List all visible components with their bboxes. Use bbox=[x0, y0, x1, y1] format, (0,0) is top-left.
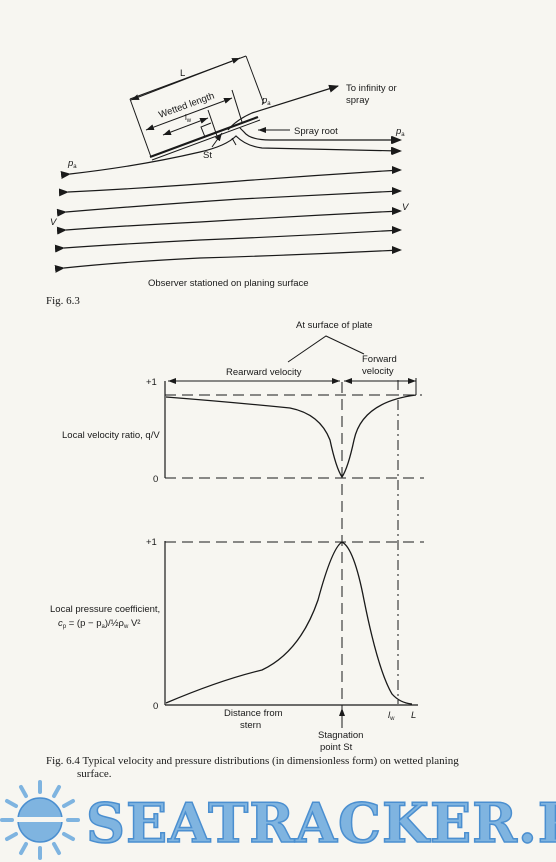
label-at-surface: At surface of plate bbox=[296, 320, 373, 331]
label-pressure-2: cp = (p − pa)/½ρw V² bbox=[58, 618, 140, 630]
label-to-infinity: To infinity or bbox=[346, 83, 397, 94]
label-pressure-1: Local pressure coefficient, bbox=[50, 604, 160, 615]
pressure-curve bbox=[165, 541, 413, 705]
label-forward-1: Forward bbox=[362, 354, 397, 365]
label-spray: spray bbox=[346, 95, 369, 106]
figure-6-4: At surface of plate Rearward velocity Fo… bbox=[46, 320, 459, 780]
label-pa-right: pa bbox=[395, 126, 405, 138]
label-lw: lw bbox=[185, 113, 192, 124]
label-st: St bbox=[203, 150, 212, 161]
label-observer: Observer stationed on planing surface bbox=[148, 278, 309, 289]
label-lw-axis: lw bbox=[388, 710, 395, 722]
watermark-text: SEATRACKER.RU bbox=[86, 791, 556, 855]
label-zero-top: 0 bbox=[153, 474, 158, 485]
dimension-L: L bbox=[129, 55, 265, 158]
label-pa-top: pa bbox=[261, 95, 271, 107]
label-forward-2: velocity bbox=[362, 366, 394, 377]
label-zero-bottom: 0 bbox=[153, 701, 158, 712]
label-distance-2: stern bbox=[240, 720, 261, 731]
sun-logo-icon bbox=[0, 780, 80, 860]
label-v-left: V bbox=[50, 217, 58, 228]
label-distance-1: Distance from bbox=[224, 708, 283, 719]
caption-fig-6-4-line2: surface. bbox=[77, 768, 112, 780]
caption-fig-6-3: Fig. 6.3 bbox=[46, 295, 80, 307]
label-rearward: Rearward velocity bbox=[226, 367, 302, 378]
label-stagnation-1: Stagnation bbox=[318, 730, 363, 741]
watermark: SEATRACKER.RU bbox=[0, 780, 556, 860]
figure-6-3: L Wetted length lw St pa bbox=[46, 55, 410, 307]
label-plus1-bottom: +1 bbox=[146, 537, 157, 548]
streamlines bbox=[54, 127, 402, 273]
label-v-right: V bbox=[402, 202, 410, 213]
label-pa-left: pa bbox=[67, 158, 77, 170]
caption-fig-6-4-line1: Fig. 6.4 Typical velocity and pressure d… bbox=[46, 755, 459, 767]
label-plus1-top: +1 bbox=[146, 377, 157, 388]
label-spray-root: Spray root bbox=[294, 126, 338, 137]
velocity-curve bbox=[165, 394, 417, 479]
dimension-wetted-length: Wetted length bbox=[145, 89, 243, 131]
label-L: L bbox=[180, 68, 185, 79]
label-L-axis: L bbox=[411, 710, 416, 721]
spray-sheet: To infinity or spray bbox=[227, 83, 397, 131]
label-velocity-ratio: Local velocity ratio, q/V bbox=[62, 430, 160, 441]
label-stagnation-2: point St bbox=[320, 742, 353, 753]
